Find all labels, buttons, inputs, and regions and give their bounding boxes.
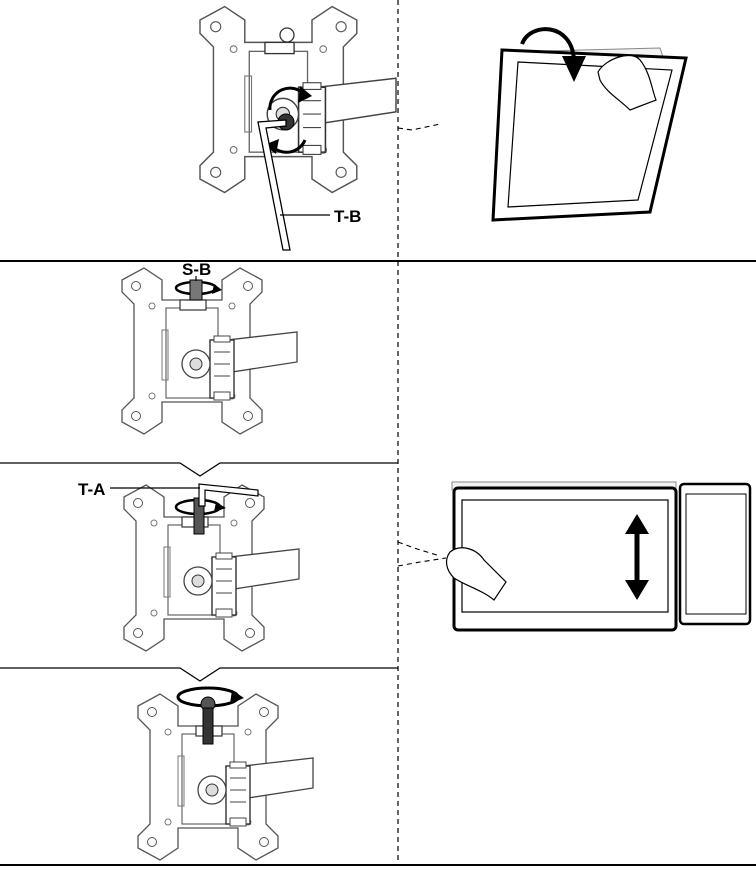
hex-key-tb [257, 119, 291, 251]
mount-plate-4 [137, 693, 314, 861]
double-arrow-icon [625, 514, 649, 600]
mount-plate-3 [123, 484, 300, 652]
panel-height-adjust [445, 481, 752, 632]
hand-icon-2 [445, 547, 507, 601]
bolt-sb [189, 279, 203, 301]
callout-3 [397, 557, 447, 567]
label-ta: T-A [78, 480, 105, 499]
step-divider-2 [0, 667, 398, 682]
rotate-arrow-icon [264, 86, 312, 154]
panel-ta-key: T-A [78, 480, 300, 652]
bolt-final [202, 707, 214, 745]
step-divider-1 [0, 462, 398, 477]
panel-tilt-adjust: T-B [199, 5, 397, 251]
tilt-arrow-icon [520, 27, 586, 82]
callout-2 [397, 541, 441, 557]
top-knob [279, 27, 295, 43]
label-sb: S-B [182, 260, 211, 279]
callout-1 [397, 123, 441, 131]
hex-key-ta [198, 483, 259, 507]
hand-icon [597, 55, 657, 111]
mount-plate-1 [199, 5, 397, 194]
panel-sb-bolt: S-B [121, 260, 298, 435]
label-tb: T-B [334, 207, 361, 226]
panel-tilt-monitor [491, 27, 688, 222]
panel-final-bolt [137, 686, 314, 861]
